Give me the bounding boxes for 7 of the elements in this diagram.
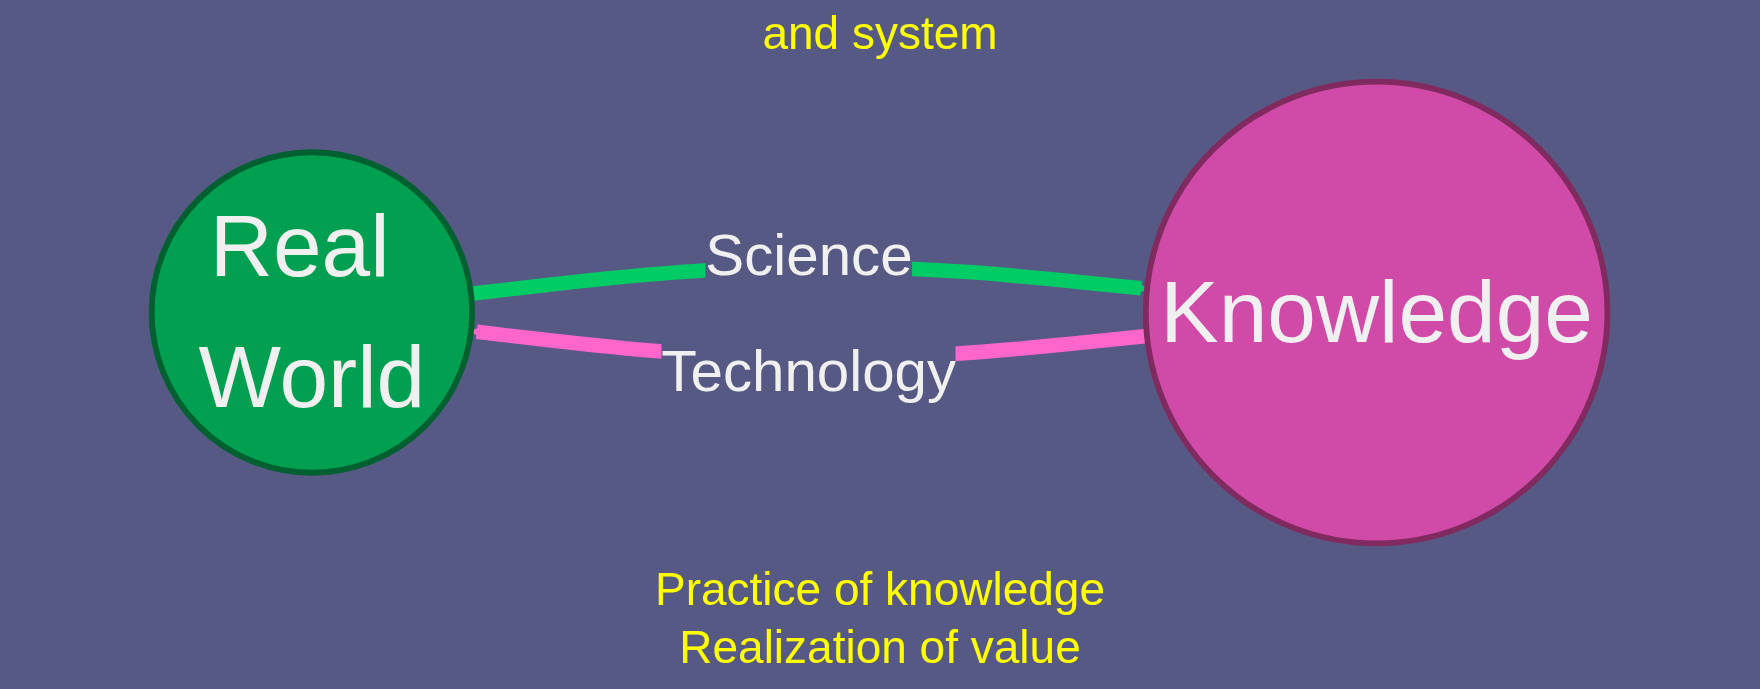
caption-text: Practice of knowledge: [655, 562, 1105, 617]
node-circle: Knowledge: [1143, 78, 1611, 547]
edge-label: Technology: [661, 338, 957, 403]
caption-text: and system: [762, 6, 998, 61]
caption-text: Realization of value: [679, 620, 1081, 675]
edge-label: Science: [705, 222, 914, 287]
node-circle: Real World: [149, 149, 476, 476]
